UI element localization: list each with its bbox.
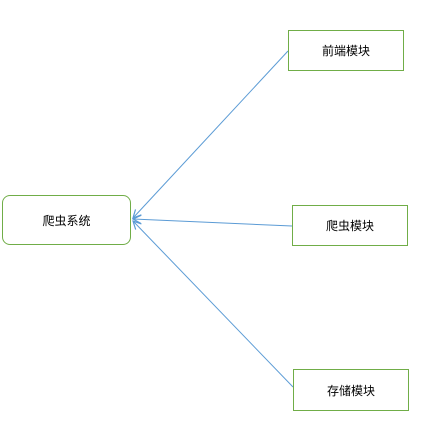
frontend-module-node: 前端模块	[288, 30, 404, 71]
arrow-frontend-to-root	[133, 50, 289, 218]
arrow-storage-to-root	[133, 221, 294, 388]
storage-module-node: 存储模块	[293, 369, 409, 411]
crawler-module-label: 爬虫模块	[325, 219, 374, 233]
storage-module-label: 存储模块	[326, 383, 375, 398]
crawler-system-label: 爬虫系统	[42, 213, 91, 228]
crawler-module-node: 爬虫模块	[292, 205, 408, 246]
crawler-system-node: 爬虫系统	[2, 195, 131, 245]
arrow-crawler-to-root	[133, 219, 293, 227]
frontend-module-label: 前端模块	[321, 44, 370, 58]
